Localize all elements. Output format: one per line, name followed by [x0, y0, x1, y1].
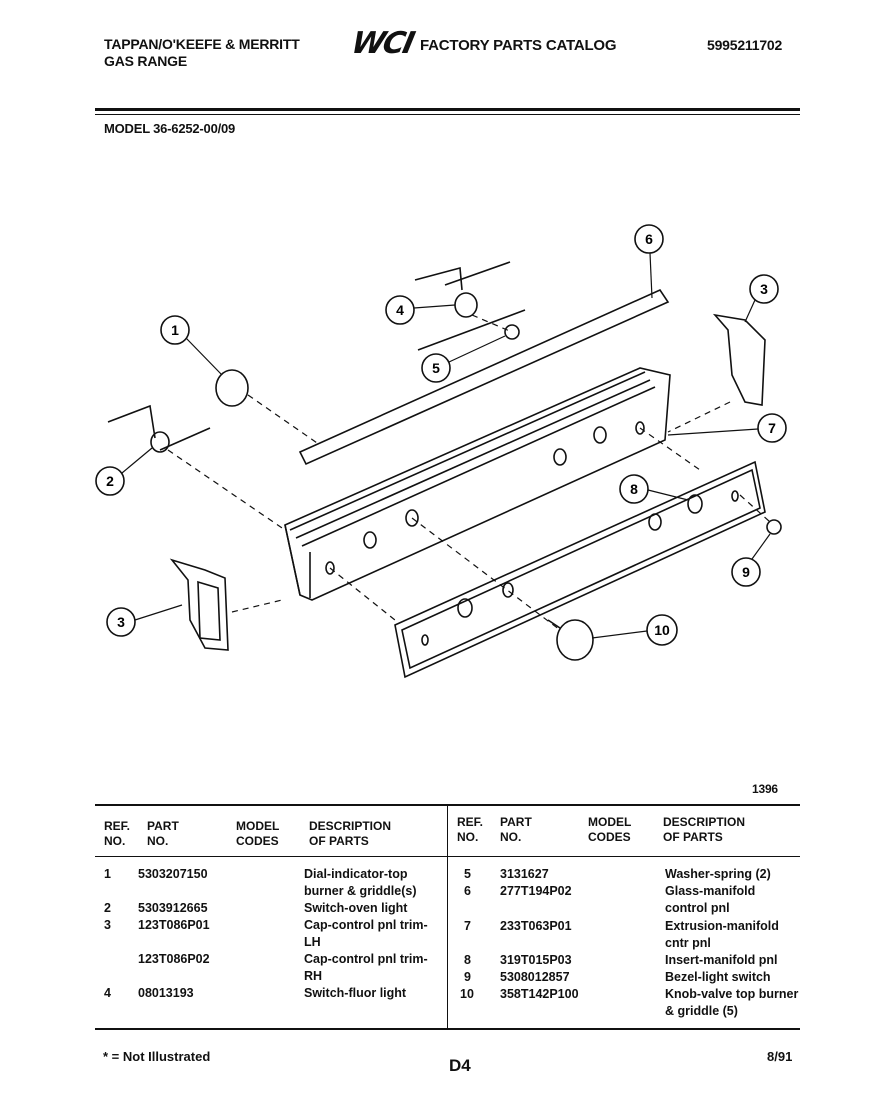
svg-text:8: 8	[630, 481, 638, 497]
part-no: 358T142P100	[500, 987, 579, 1001]
exploded-parts-diagram: 1 2 3 3 4 5 6 7 8 9 10	[95, 224, 787, 679]
end-cap-left	[169, 558, 229, 651]
callout-5: 5	[421, 335, 506, 383]
ref-no: 10	[460, 987, 474, 1001]
svg-text:10: 10	[654, 622, 670, 638]
end-cap-right	[712, 313, 766, 406]
part-description: Cap-control pnl trim-RH	[304, 952, 428, 983]
glass-manifold-panel	[298, 288, 670, 466]
callout-3-right: 3	[744, 274, 779, 323]
svg-text:2: 2	[106, 473, 114, 489]
ref-no: 8	[464, 953, 471, 967]
callout-8: 8	[619, 474, 689, 504]
svg-text:4: 4	[396, 302, 404, 318]
part-no: 08013193	[138, 986, 194, 1000]
figure-number: 1396	[752, 782, 778, 796]
extrusion-manifold-panel	[284, 367, 671, 601]
not-illustrated-note: * = Not Illustrated	[103, 1049, 211, 1064]
part-no: 3131627	[500, 867, 549, 881]
ref-no: 4	[104, 986, 111, 1000]
spring-washer	[504, 324, 520, 340]
part-description: Extrusion-manifold cntr pnl	[665, 919, 779, 950]
insert-manifold-panel	[394, 460, 766, 679]
svg-text:9: 9	[742, 564, 750, 580]
part-no: 123T086P01	[138, 918, 210, 932]
callout-9: 9	[731, 533, 771, 587]
page-number: D4	[449, 1056, 471, 1075]
table-rule-bottom	[95, 1028, 800, 1030]
svg-text:1: 1	[171, 322, 179, 338]
model-number: MODEL 36-6252-00/09	[104, 121, 236, 136]
part-no: 233T063P01	[500, 919, 572, 933]
ref-no: 2	[104, 901, 111, 915]
part-description: Glass-manifold control pnl	[665, 884, 756, 915]
ref-no: 1	[104, 867, 111, 881]
callout-2: 2	[95, 447, 153, 496]
manufacturer-name: TAPPAN/O'KEEFE & MERRITT	[104, 36, 300, 52]
wci-logo: WCI	[348, 26, 417, 61]
part-no: 277T194P02	[500, 884, 572, 898]
part-description: Cap-control pnl trim-LH	[304, 918, 428, 949]
part-description: Switch-oven light	[304, 901, 408, 915]
svg-text:6: 6	[645, 231, 653, 247]
header-ref-no-left: REF.NO.	[104, 819, 131, 848]
ref-no: 9	[464, 970, 471, 984]
part-description: Insert-manifold pnl	[665, 953, 778, 967]
ref-no: 5	[464, 867, 471, 881]
callout-3-left: 3	[106, 604, 183, 637]
indicator-dial	[215, 369, 249, 407]
svg-text:5: 5	[432, 360, 440, 376]
part-description: Knob-valve top burner & griddle (5)	[665, 987, 799, 1018]
part-description: Washer-spring (2)	[665, 867, 771, 881]
table-divider	[447, 806, 448, 1029]
header-ref-no-right: REF.NO.	[457, 815, 484, 844]
valve-knob	[556, 619, 594, 661]
part-description: Switch-fluor light	[304, 986, 407, 1000]
svg-text:3: 3	[760, 281, 768, 297]
ref-no: 6	[464, 884, 471, 898]
header-rule-top	[95, 108, 800, 111]
callout-1: 1	[160, 315, 223, 376]
part-no: 5303207150	[138, 867, 208, 881]
catalog-number: 5995211702	[707, 37, 783, 53]
callout-4: 4	[385, 295, 456, 325]
part-no: 123T086P02	[138, 952, 210, 966]
svg-text:7: 7	[768, 420, 776, 436]
part-no: 5303912665	[138, 901, 208, 915]
oven-light-switch	[150, 431, 170, 453]
table-rule-top	[95, 804, 800, 806]
fluor-light-switch	[454, 292, 478, 318]
ref-no: 7	[464, 919, 471, 933]
header-rule-bottom	[95, 114, 800, 115]
product-name: GAS RANGE	[104, 53, 187, 69]
part-no: 319T015P03	[500, 953, 572, 967]
callout-6: 6	[634, 224, 664, 299]
revision-date: 8/91	[767, 1049, 793, 1064]
part-description: Dial-indicator-top burner & griddle(s)	[304, 867, 417, 898]
ref-no: 3	[104, 918, 111, 932]
callout-10: 10	[591, 614, 678, 646]
catalog-title: FACTORY PARTS CATALOG	[420, 37, 617, 54]
part-description: Bezel-light switch	[665, 970, 771, 984]
callout-7: 7	[667, 413, 787, 443]
light-bezel	[766, 519, 782, 535]
part-no: 5308012857	[500, 970, 570, 984]
svg-text:3: 3	[117, 614, 125, 630]
table-header-rule	[95, 856, 800, 857]
